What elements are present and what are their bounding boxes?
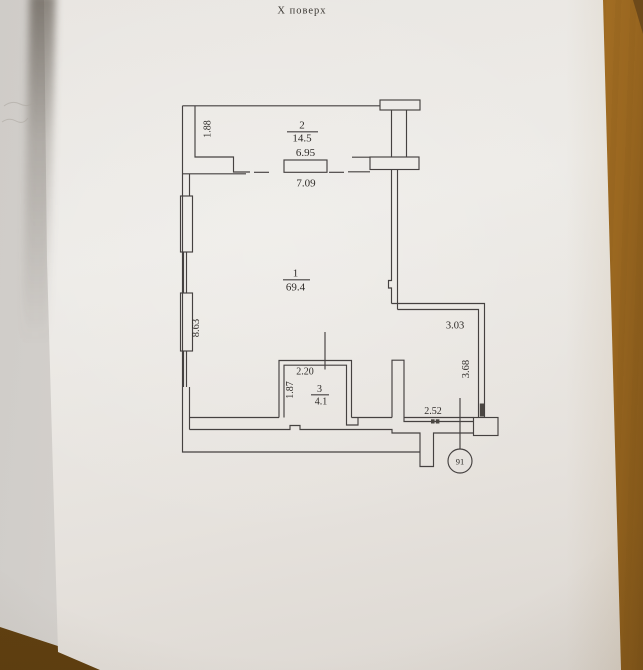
interior-stub-wall	[391, 359, 405, 418]
window-box-top	[283, 159, 328, 173]
window-glazing-lines	[182, 252, 188, 387]
pencil-scribbles	[1, 101, 35, 123]
room3-door-tab	[345, 417, 359, 426]
room2-number: 2	[299, 120, 305, 132]
dim-right-wall: 3.68	[461, 360, 472, 378]
opening-right-jamb	[348, 156, 370, 173]
room3-walls	[278, 359, 353, 418]
plan-dark-marks	[431, 403, 484, 424]
page-caption: Х поверх	[277, 6, 326, 17]
window-2	[179, 292, 194, 352]
dim-left-wall: 8.63	[191, 319, 202, 337]
plan-walls	[179, 99, 499, 468]
pillar-mid-bar	[369, 156, 420, 171]
dim-opening-span: 7.09	[296, 178, 316, 190]
left-wall-outer-and-bottom	[181, 105, 420, 453]
entry-block	[472, 416, 499, 437]
dim-room3-depth: 1.87	[285, 381, 296, 399]
room3-area: 4.1	[315, 397, 328, 408]
balcony-inner-wall	[194, 105, 250, 173]
plan-labels: Х поверх 1.88 2 14.5 6.95 7.09 1 69.4 8.…	[191, 6, 472, 418]
window-1	[179, 195, 194, 253]
pillar-stem	[390, 110, 408, 157]
door-mark-right-wall	[479, 403, 484, 417]
badge-circle	[447, 448, 473, 474]
threshold-tick-1	[431, 419, 435, 424]
dim-right-step: 3.03	[446, 321, 464, 332]
scribble-mark	[1, 117, 29, 123]
unit-badge: 91	[447, 398, 473, 474]
dim-window-span: 6.95	[296, 147, 316, 159]
room3-number: 3	[317, 384, 322, 395]
dim-balcony-depth: 1.88	[203, 120, 214, 138]
room1-area: 69.4	[286, 282, 306, 294]
room1-number: 1	[293, 268, 299, 280]
right-step-wall	[391, 302, 486, 418]
scribble-mark	[3, 101, 35, 107]
dim-entry-width: 2.52	[424, 406, 442, 417]
room2-area: 14.5	[292, 133, 312, 145]
unit-number: 91	[456, 457, 465, 467]
right-wall-upper	[387, 169, 399, 310]
bottom-wall-band	[189, 417, 474, 468]
pillar-top-bar	[379, 99, 421, 111]
dim-room3-width: 2.20	[296, 367, 314, 378]
threshold-tick-2	[435, 419, 440, 424]
